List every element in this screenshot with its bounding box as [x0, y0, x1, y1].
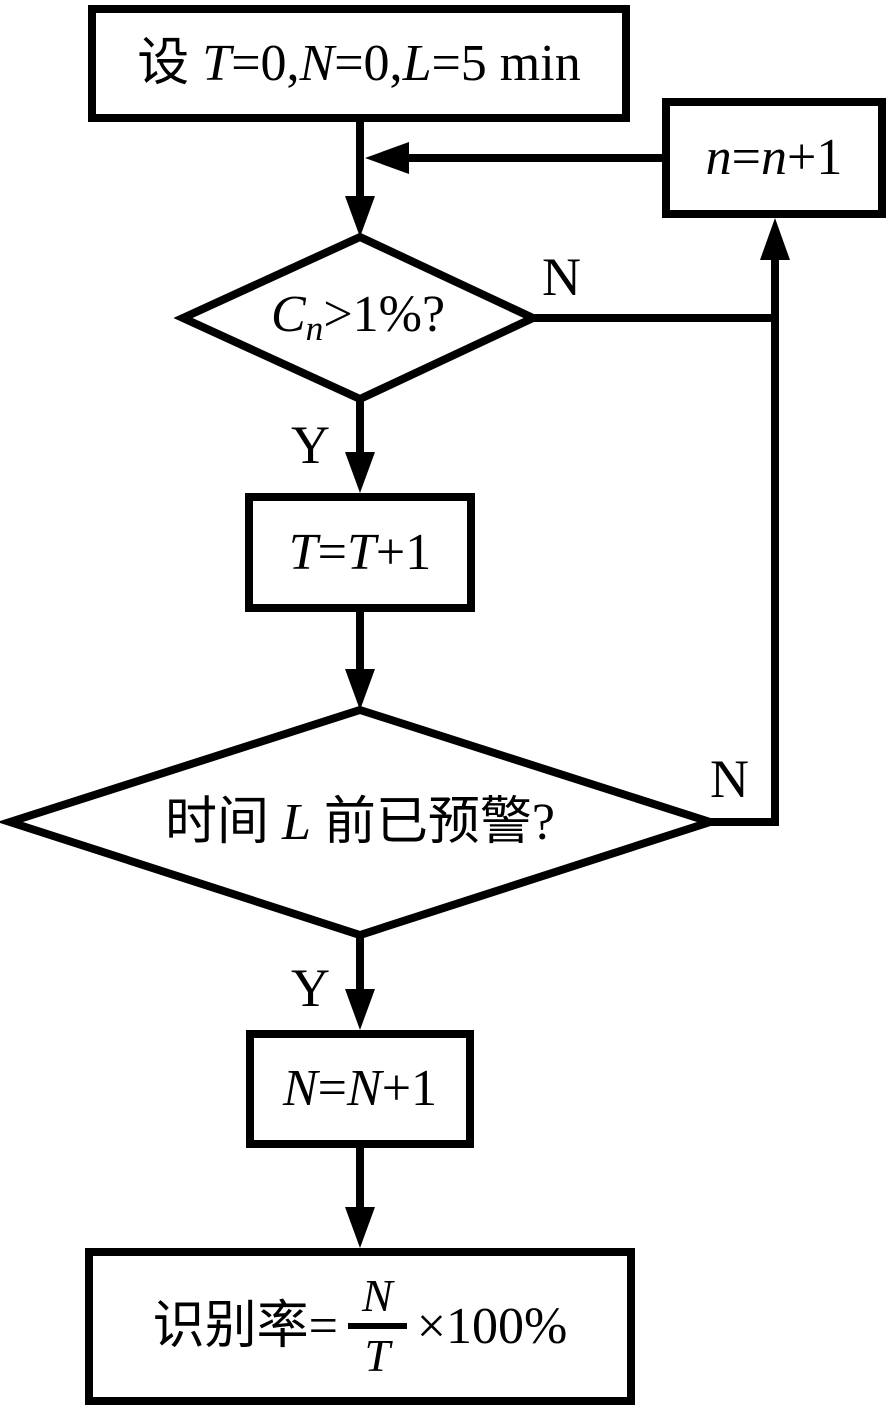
- tinc-var2: T: [347, 523, 376, 581]
- warn-no-label: N: [710, 749, 749, 809]
- result-eq: =: [308, 1297, 338, 1355]
- warn-decision-label: 时间 L 前已预警?: [10, 710, 710, 935]
- warn-post: 前已预警?: [310, 793, 556, 851]
- arrowhead-into-Ninc: [345, 989, 375, 1030]
- warn-pre: 时间: [164, 793, 282, 851]
- result-label: 识别率: [152, 1297, 309, 1355]
- cn-decision-label: Cn>1%?: [183, 237, 533, 399]
- ninc-var1: n: [705, 129, 732, 186]
- tinc-plus: +1: [375, 523, 432, 581]
- cn-var-C: C: [270, 286, 306, 344]
- increment-T-text: T=T+1: [288, 523, 432, 581]
- Ninc-plus: +1: [381, 1060, 438, 1117]
- increment-n-text: n=n+1: [706, 132, 843, 184]
- cn-condition: >1%?: [323, 286, 446, 344]
- Ninc-var2: N: [347, 1060, 382, 1117]
- arrowhead-into-cn-diamond: [345, 196, 375, 237]
- increment-N-box: N=N+1: [246, 1030, 474, 1148]
- cn-decision-text: Cn>1%?: [271, 289, 445, 346]
- tinc-eq: =: [317, 523, 347, 581]
- arrowhead-into-warn-diamond: [345, 669, 375, 710]
- Ninc-eq: =: [317, 1060, 347, 1117]
- arrowhead-feedback-left: [365, 142, 409, 174]
- warn-yes-label: Y: [291, 958, 330, 1018]
- init-cjk: 设: [137, 34, 203, 92]
- ninc-eq: =: [731, 129, 761, 186]
- init-val-T: =0,: [231, 34, 300, 92]
- init-box: 设 T=0,N=0,L=5 min: [88, 5, 630, 122]
- tinc-var1: T: [288, 523, 318, 581]
- Ninc-var1: N: [282, 1060, 318, 1117]
- result-suffix: ×100%: [416, 1297, 568, 1355]
- result-denominator: T: [364, 1329, 391, 1381]
- init-text: 设 T=0,N=0,L=5 min: [137, 34, 581, 92]
- result-numerator: N: [348, 1271, 407, 1329]
- init-var-T: T: [202, 34, 232, 92]
- increment-N-text: N=N+1: [283, 1063, 437, 1115]
- init-var-N: N: [299, 34, 335, 92]
- warn-var-L: L: [282, 793, 311, 851]
- cn-sub-n: n: [305, 308, 324, 349]
- arrowhead-into-tinc: [345, 452, 375, 493]
- init-val-L: =5 min: [431, 34, 581, 92]
- ninc-plus: +1: [787, 129, 843, 186]
- ninc-var2: n: [761, 129, 787, 186]
- arrowhead-into-result: [345, 1207, 375, 1248]
- warn-decision-text: 时间 L 前已预警?: [164, 793, 556, 851]
- init-var-L: L: [402, 34, 432, 92]
- cn-yes-label: Y: [291, 415, 330, 475]
- increment-T-box: T=T+1: [245, 493, 475, 612]
- init-val-N: =0,: [334, 34, 403, 92]
- arrowhead-into-ninc: [760, 218, 790, 260]
- cn-no-label: N: [542, 247, 581, 307]
- increment-n-box: n=n+1: [662, 98, 886, 218]
